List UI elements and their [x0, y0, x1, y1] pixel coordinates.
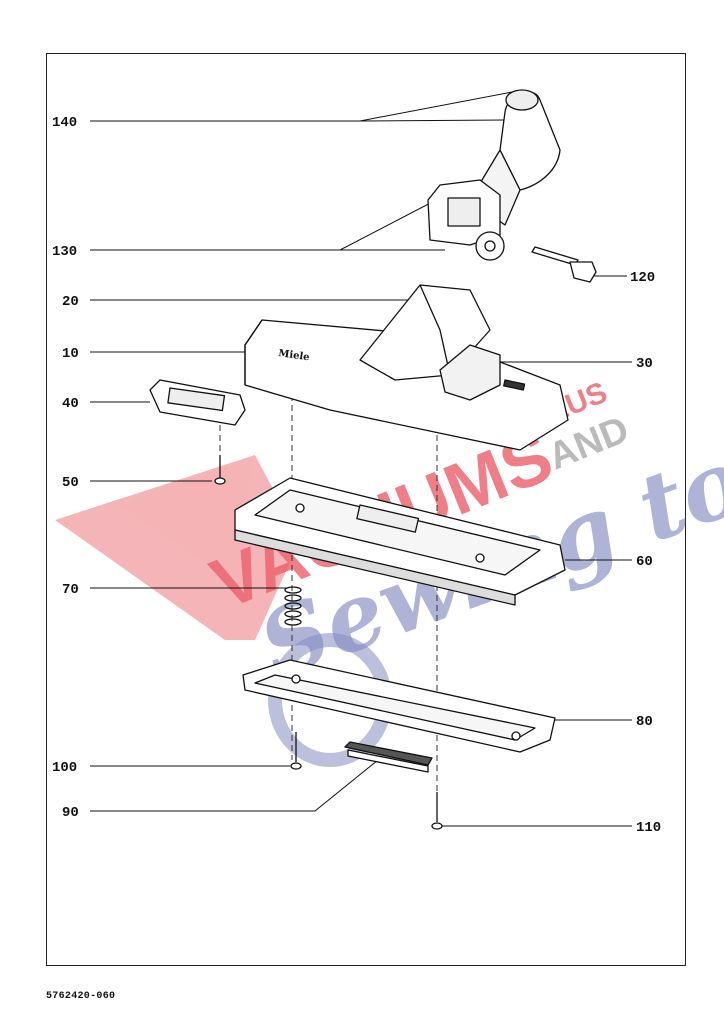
label-110: 110	[636, 820, 661, 836]
leader-lines	[90, 91, 632, 827]
leader-140-b	[359, 119, 506, 122]
label-60: 60	[636, 554, 653, 570]
part-130-swivel-neck	[427, 179, 505, 261]
part-40-cover-frame	[149, 379, 246, 426]
label-120: 120	[630, 270, 655, 286]
label-50: 50	[62, 475, 79, 491]
document-number: 5762420-060	[46, 991, 116, 1002]
part-120-axle-pin	[531, 246, 597, 283]
part-10-nozzle-housing: Miele	[244, 319, 569, 451]
label-70: 70	[62, 582, 79, 598]
label-10: 10	[62, 346, 79, 362]
label-20: 20	[62, 294, 79, 310]
label-40: 40	[62, 396, 79, 412]
leader-90	[90, 759, 379, 812]
label-140: 140	[52, 115, 77, 131]
part-30-pedal-button	[439, 344, 501, 401]
leader-130-b	[339, 197, 441, 251]
part-110-screw	[431, 792, 443, 830]
part-60-brush-plate	[234, 477, 566, 606]
label-30: 30	[636, 356, 653, 372]
part-number-labels: 140 130 120 20 10 30 40 50 60 70 80 100 …	[52, 115, 661, 836]
label-90: 90	[62, 805, 79, 821]
label-100: 100	[52, 760, 77, 776]
drawing-frame	[46, 53, 686, 966]
part-70-spring	[284, 586, 302, 626]
watermark-v-inner	[120, 460, 250, 590]
part-90-strip	[344, 741, 433, 773]
label-130: 130	[52, 244, 77, 260]
leader-140-a	[359, 91, 513, 122]
part-100-screw	[290, 732, 302, 770]
part-80-base-plate	[242, 659, 556, 753]
part-50-screw	[214, 455, 226, 485]
label-80: 80	[636, 714, 653, 730]
housing-brand-text: Miele	[278, 348, 311, 363]
